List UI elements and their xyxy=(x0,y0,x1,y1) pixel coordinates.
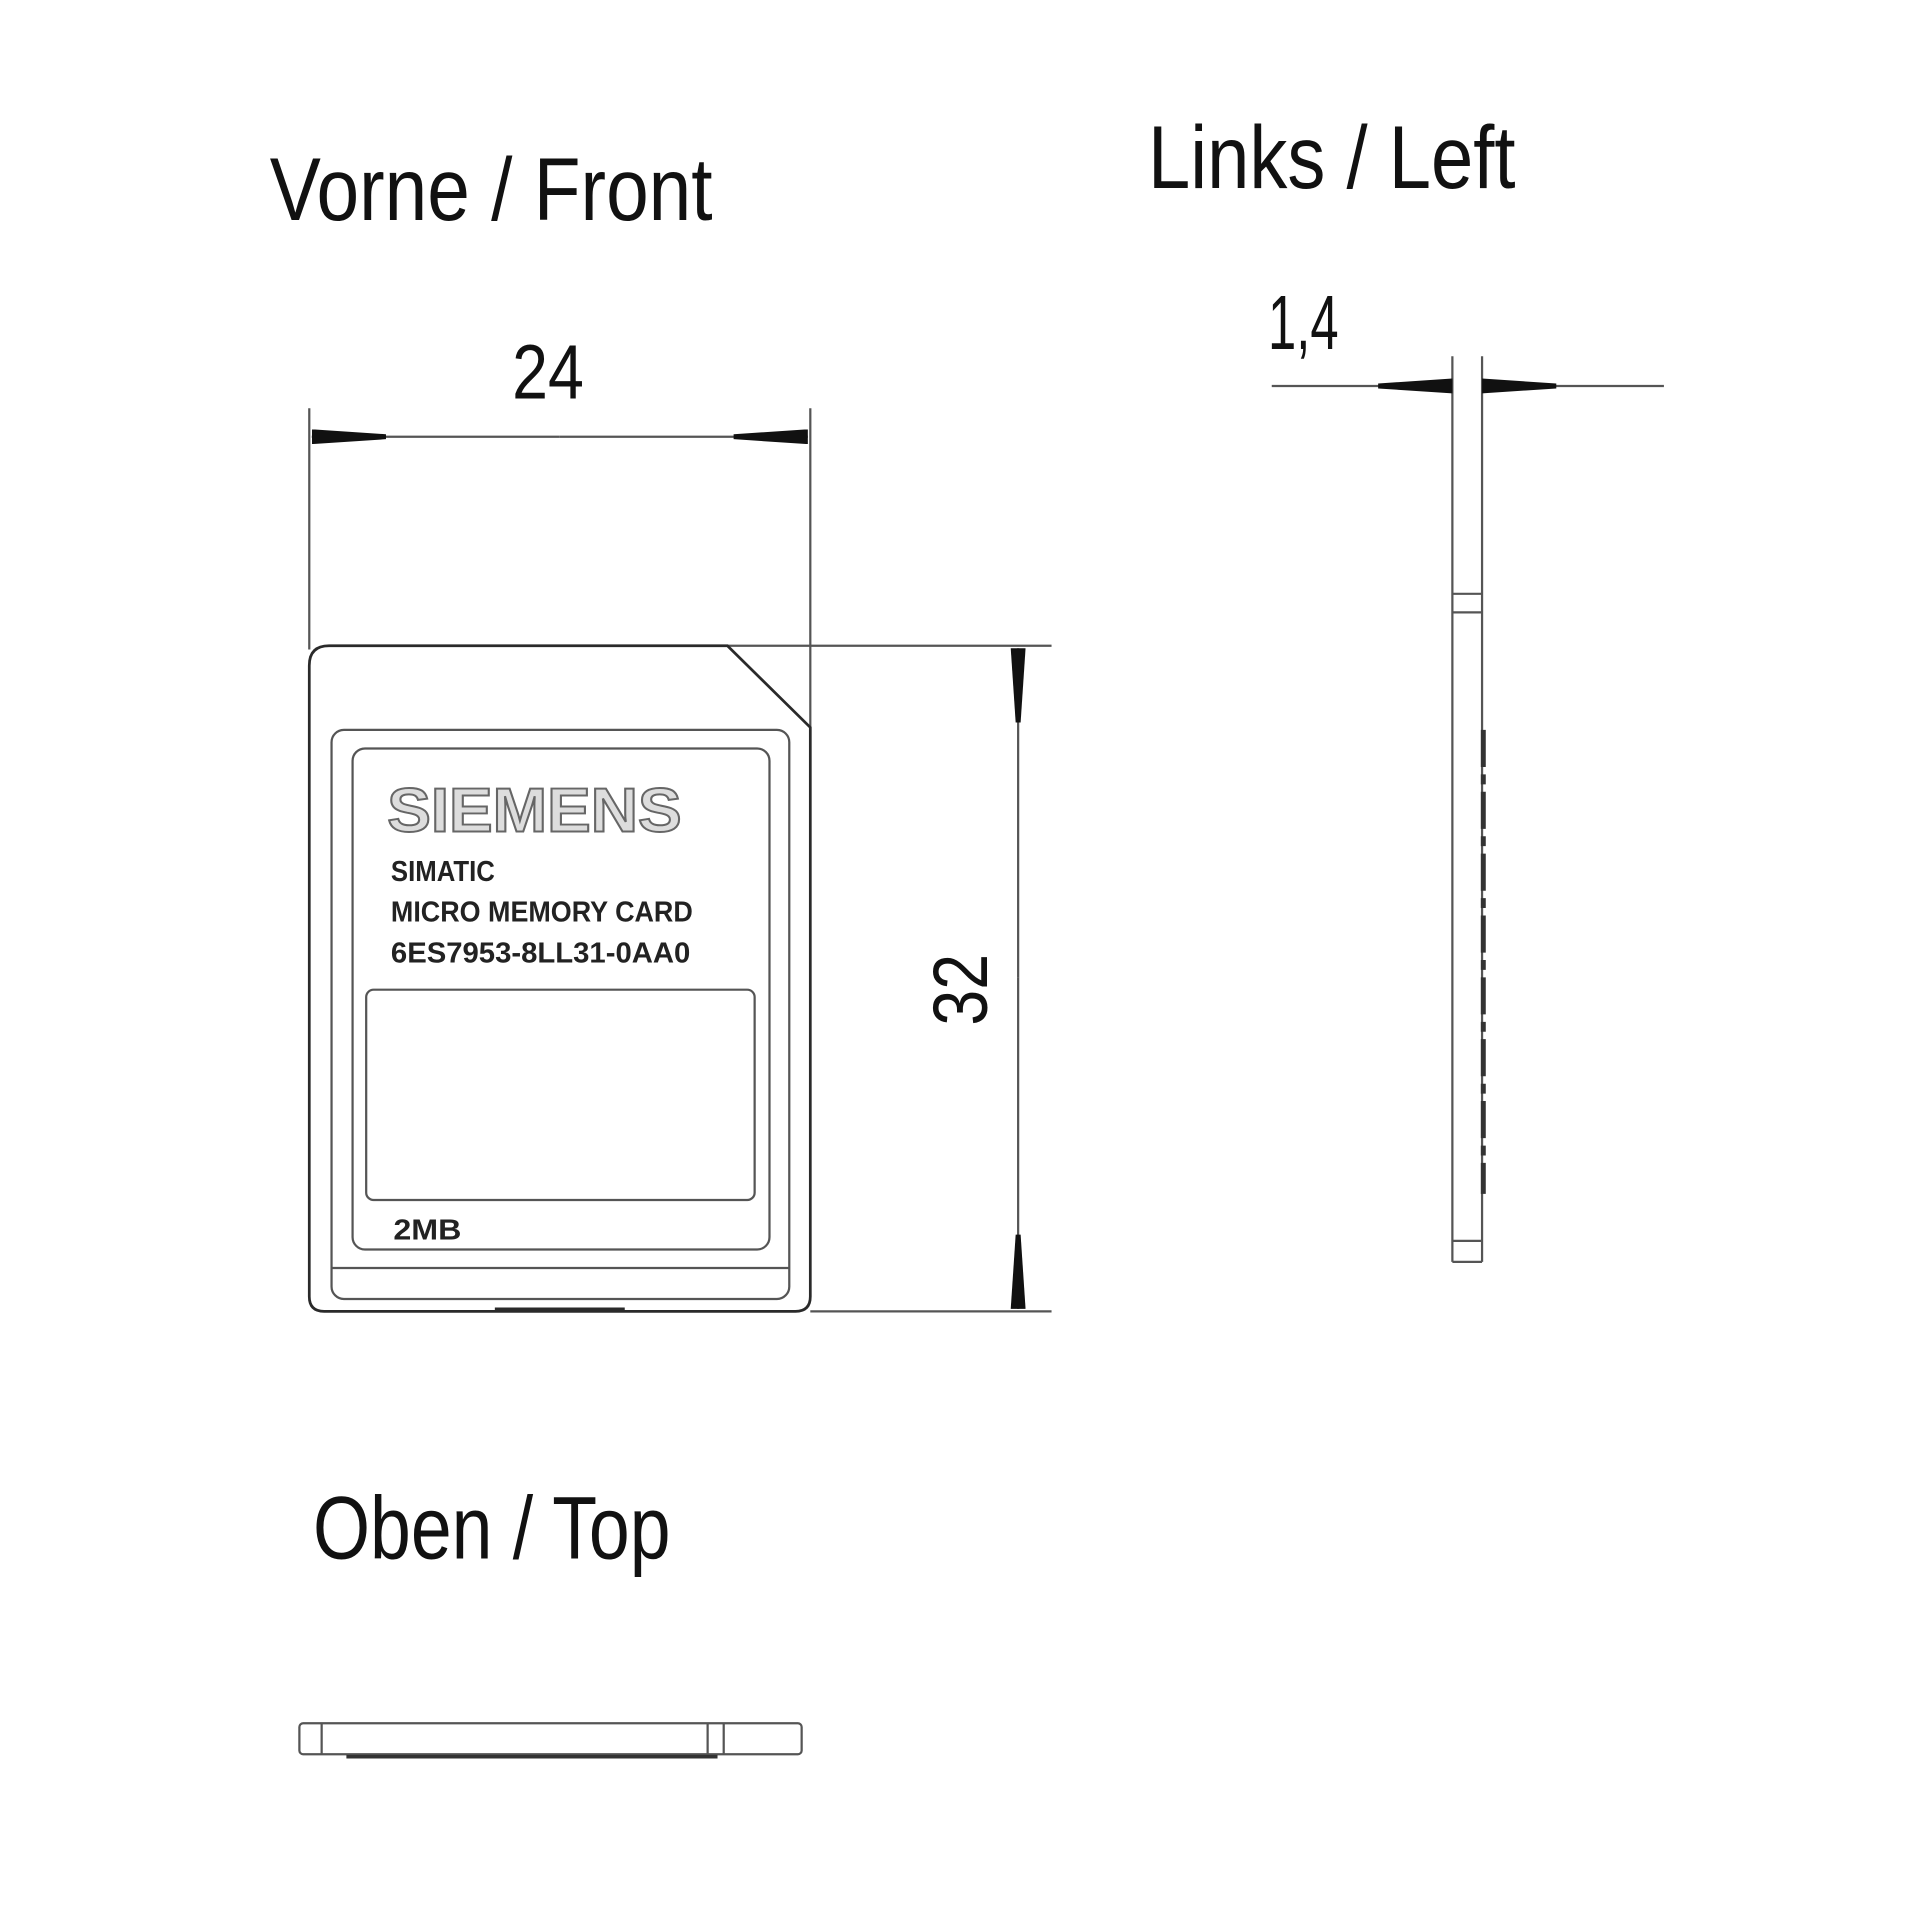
siemens-logo: SIEMENS xyxy=(387,776,681,845)
thickness-dimension-label: 1,4 xyxy=(1268,281,1339,366)
height-dimension-label: 32 xyxy=(919,954,1004,1026)
label-window xyxy=(365,988,756,1202)
front-view-title: Vorne / Front xyxy=(270,139,713,239)
card-outline xyxy=(307,644,812,1313)
label-area xyxy=(351,747,771,1251)
top-view-title: Oben / Top xyxy=(313,1478,671,1578)
width-dimension-label: 24 xyxy=(512,330,584,415)
label-line-simatic: SIMATIC xyxy=(391,856,495,888)
label-line-order-number: 6ES7953-8LL31-0AA0 xyxy=(391,937,690,969)
top-view xyxy=(298,1722,803,1759)
front-view: 24 32 SIEMENS SIMATIC MICRO MEMORY CARD … xyxy=(307,330,1052,1313)
left-view: 1,4 xyxy=(1268,281,1664,1263)
label-capacity: 2MB xyxy=(393,1215,461,1247)
card-recess xyxy=(330,728,791,1301)
card-top-outline xyxy=(298,1722,803,1756)
left-view-title: Links / Left xyxy=(1148,107,1516,207)
label-line-product: MICRO MEMORY CARD xyxy=(391,897,693,929)
